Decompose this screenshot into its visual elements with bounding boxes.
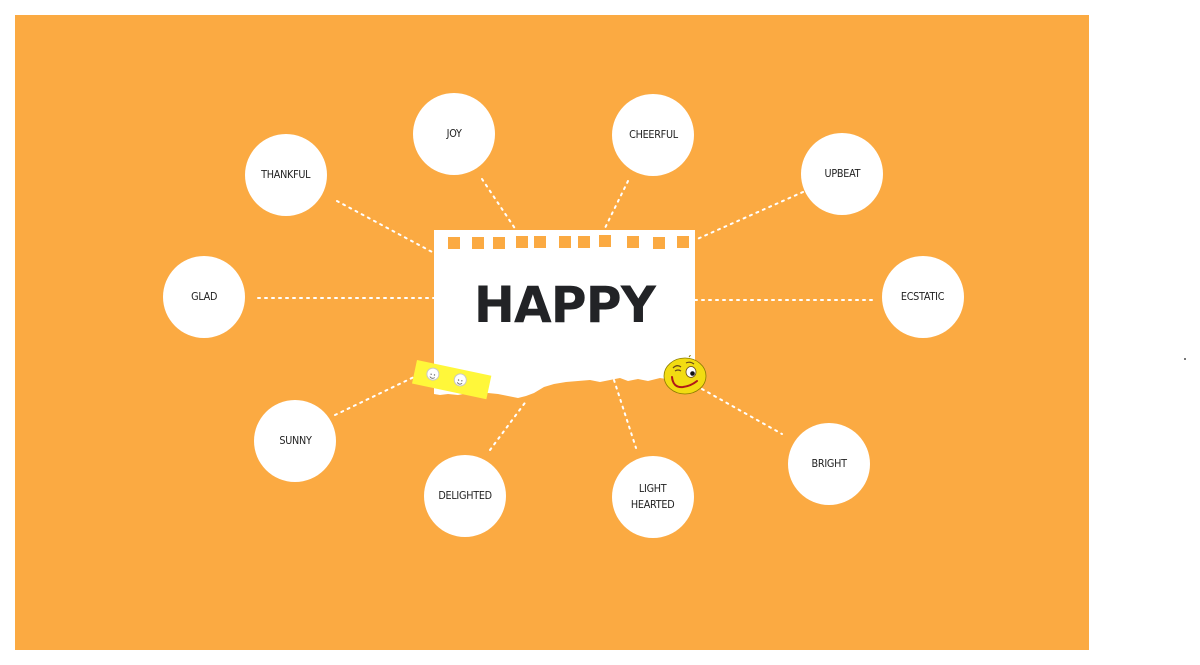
smiley-face-icon (452, 372, 469, 388)
bubble-label: ECSTATIC (901, 291, 945, 303)
bubble-bright[interactable]: BRIGHT (788, 423, 870, 505)
stray-pixel (1184, 358, 1186, 360)
bubble-label: CHEERFUL (628, 129, 678, 141)
bubble-label: DELIGHTED (438, 490, 492, 502)
paper-hole (472, 237, 484, 249)
bubble-label: UPBEAT (824, 168, 860, 180)
bubble-label: THANKFUL (261, 169, 311, 181)
paper-hole (516, 236, 528, 248)
bubble-label: JOY (446, 128, 462, 140)
bubble-glad[interactable]: GLAD (163, 256, 245, 338)
sticker-tape (412, 360, 492, 400)
center-card[interactable]: HAPPY (434, 230, 695, 400)
winking-smiley-icon (663, 353, 707, 395)
bubble-joy[interactable]: JOY (413, 93, 495, 175)
bubble-sunny[interactable]: SUNNY (254, 400, 336, 482)
paper-hole (559, 236, 571, 248)
bubble-lighthearted[interactable]: LIGHT HEARTED (612, 456, 694, 538)
bubble-upbeat[interactable]: UPBEAT (801, 133, 883, 215)
bubble-cheerful[interactable]: CHEERFUL (612, 94, 694, 176)
paper-hole (448, 237, 460, 249)
paper-hole (578, 236, 590, 248)
bubble-label: LIGHT HEARTED (631, 483, 675, 511)
bubble-ecstatic[interactable]: ECSTATIC (882, 256, 964, 338)
paper-hole (677, 236, 689, 248)
bubble-label: BRIGHT (811, 458, 847, 470)
smiley-face-icon (425, 366, 441, 382)
paper-hole (627, 236, 639, 248)
paper-hole (653, 237, 665, 249)
paper-hole (534, 236, 546, 248)
bubble-delighted[interactable]: DELIGHTED (424, 455, 506, 537)
center-title: HAPPY (473, 276, 656, 334)
bubble-label: GLAD (190, 291, 218, 303)
bubble-thankful[interactable]: THANKFUL (245, 134, 327, 216)
torn-paper-shape (434, 230, 695, 398)
paper-hole (493, 237, 505, 249)
paper-hole (599, 235, 611, 247)
bubble-label: SUNNY (278, 435, 312, 447)
